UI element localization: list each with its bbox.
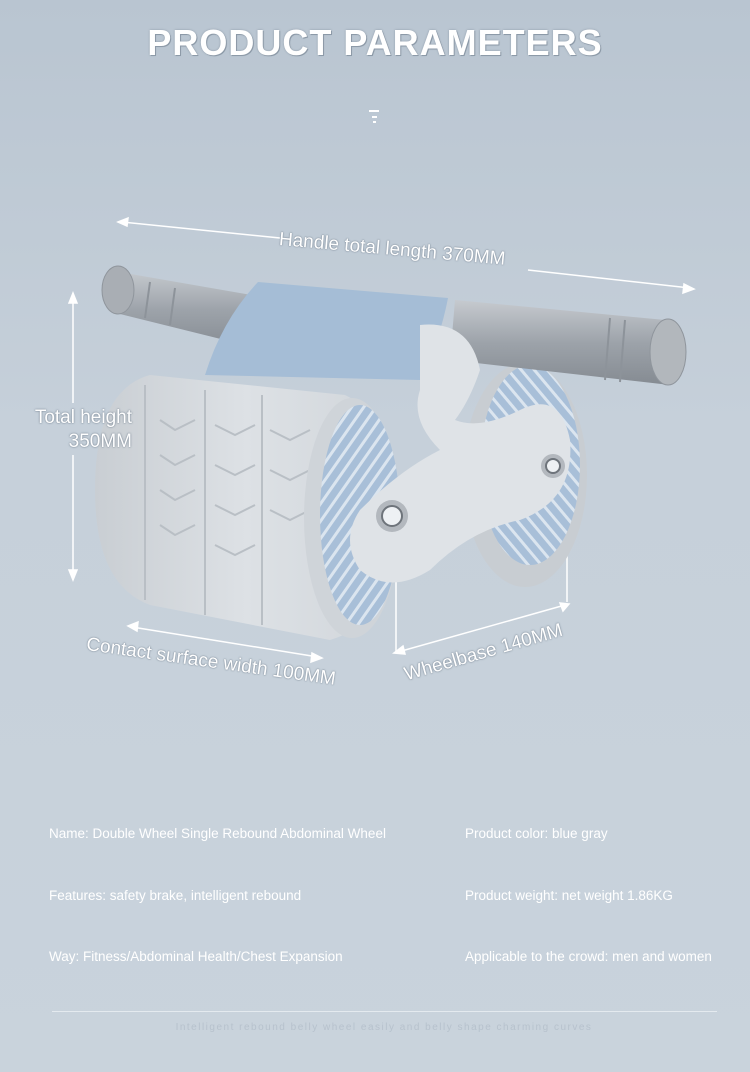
total-height-label-line2: 350MM [68,431,132,452]
total-height-arrow [67,290,79,583]
contact-width-arrow [126,620,324,664]
param-color: Product color: blue gray [465,826,608,841]
decorative-mark-icon [369,110,379,123]
footer-tagline: Intelligent rebound belly wheel easily a… [175,1022,593,1033]
right-handle [450,300,687,386]
param-crowd: Applicable to the crowd: men and women [465,949,712,964]
total-height-label-line1: Total height [34,407,132,428]
param-features: Features: safety brake, intelligent rebo… [49,888,302,903]
page-title: PRODUCT PARAMETERS [147,22,603,63]
param-name: Name: Double Wheel Single Rebound Abdomi… [49,826,386,841]
param-way: Way: Fitness/Abdominal Health/Chest Expa… [49,949,343,964]
total-height-label: Total height 350MM [22,406,132,454]
handle-length-arrow [116,216,696,295]
product-image [67,216,696,664]
footer-divider [52,1011,717,1012]
param-weight: Product weight: net weight 1.86KG [465,888,673,903]
